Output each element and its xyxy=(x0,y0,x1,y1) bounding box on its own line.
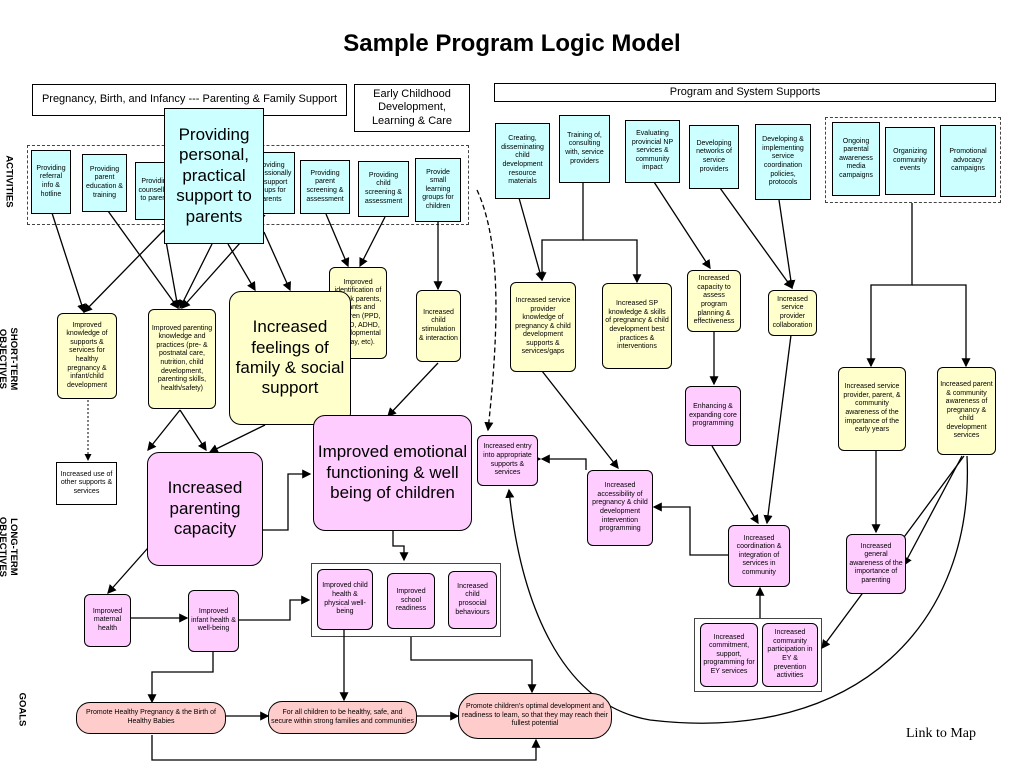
long-entry: Increased entry into appropriate support… xyxy=(477,435,538,486)
long-parenting-capacity: Increased parenting capacity xyxy=(147,452,263,566)
goal-development: Promote children's optimal development a… xyxy=(458,693,612,739)
short-awareness-pregnancy: Increased parent & community awareness o… xyxy=(937,367,996,455)
activity-advocacy: Promotional advocacy campaigns xyxy=(940,125,996,197)
short-awareness-early: Increased service provider, parent, & co… xyxy=(838,367,906,451)
short-sp-collaboration: Increased service provider collaboration xyxy=(768,290,817,336)
goal-children: For all children to be healthy, safe, an… xyxy=(268,701,417,734)
activity-referral: Providing referral info & hotline xyxy=(31,150,71,214)
activity-child-screening: Providing child screening & assessment xyxy=(358,161,409,217)
long-general-awareness: Increased general awareness of the impor… xyxy=(846,534,906,594)
short-feelings-support: Increased feelings of family & social su… xyxy=(229,291,351,425)
short-parenting-knowledge: Improved parenting knowledge and practic… xyxy=(148,309,216,409)
short-use-services: Increased use of other supports & servic… xyxy=(56,462,117,505)
long-coordination: Increased coordination & integration of … xyxy=(728,525,790,587)
short-capacity-assess: Increased capacity to assess program pla… xyxy=(687,270,741,332)
short-sp-best-practices: Increased SP knowledge & skills of pregn… xyxy=(602,283,672,369)
activity-resource-materials: Creating, disseminating child developmen… xyxy=(495,123,550,199)
activity-learning-groups: Provide small learning groups for childr… xyxy=(415,158,461,222)
short-knowledge-supports: Improved knowledge of supports & service… xyxy=(57,313,117,399)
long-infant-health: Improved infant health & well-being xyxy=(188,590,239,652)
goal-pregnancy: Promote Healthy Pregnancy & the Birth of… xyxy=(76,702,226,734)
activity-education: Providing parent education & training xyxy=(82,154,127,212)
header-pregnancy: Pregnancy, Birth, and Infancy --- Parent… xyxy=(32,84,347,116)
long-child-health: Improved child health & physical well-be… xyxy=(317,569,373,630)
activity-media: Ongoing parental awareness media campaig… xyxy=(832,122,880,196)
activity-parent-screening: Providing parent screening & assessment xyxy=(300,160,350,214)
short-child-stimulation: Increased child stimulation & interactio… xyxy=(416,290,461,362)
header-program-system: Program and System Supports xyxy=(494,83,996,102)
long-participation: Increased community participation in EY … xyxy=(762,623,818,687)
activity-training: Training of, consulting with, service pr… xyxy=(559,115,610,183)
activity-networks: Developing networks of service providers xyxy=(689,125,739,189)
page-title: Sample Program Logic Model xyxy=(343,30,681,57)
header-early-childhood: Early Childhood Development, Learning & … xyxy=(354,84,470,132)
activity-evaluating: Evaluating provincial NP services & comm… xyxy=(625,120,680,183)
short-sp-knowledge: Increased service provider knowledge of … xyxy=(510,282,576,372)
link-to-map[interactable]: Link to Map xyxy=(906,726,976,741)
activity-personal-support: Providing personal, practical support to… xyxy=(164,108,264,244)
community-outcomes-group xyxy=(694,618,822,692)
long-emotional: Improved emotional functioning & well be… xyxy=(313,415,472,531)
activity-events: Organizing community events xyxy=(885,127,935,195)
long-school: Improved school readiness xyxy=(387,573,435,629)
short-enhancing: Enhancing & expanding core programming xyxy=(685,386,741,446)
child-outcomes-group xyxy=(311,563,501,637)
long-commitment: Increased commitment, support, programmi… xyxy=(700,623,758,687)
long-accessibility: Increased accessibility of pregnancy & c… xyxy=(587,470,653,546)
activities-group-awareness xyxy=(825,117,1001,203)
activity-policies: Developing & implementing service coordi… xyxy=(755,124,811,200)
long-prosocial: Increased child prosocial behaviours xyxy=(448,571,497,629)
long-maternal-health: Improved maternal health xyxy=(84,594,131,647)
